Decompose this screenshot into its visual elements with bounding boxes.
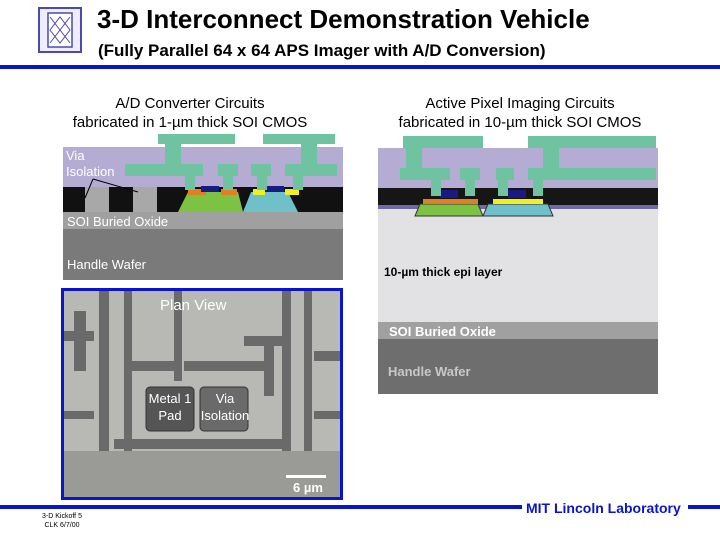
right-cross-section	[378, 136, 658, 394]
metal1-pad-label: Metal 1 Pad	[142, 390, 198, 424]
org-name: MIT Lincoln Laboratory	[526, 500, 681, 516]
via-label-line1: Via	[66, 148, 85, 163]
note-line1: 3-D Kickoff 5	[42, 513, 82, 520]
plan-view-micrograph	[64, 291, 340, 497]
right-caption-line1: Active Pixel Imaging Circuits	[425, 95, 615, 112]
left-caption: A/D Converter Circuits fabricated in 1-µ…	[40, 94, 340, 132]
scale-bar-label: 6 µm	[293, 480, 323, 495]
header-rule	[0, 65, 720, 69]
epi-layer-label: 10-µm thick epi layer	[384, 265, 503, 279]
left-handle-label: Handle Wafer	[67, 257, 146, 272]
left-caption-line1: A/D Converter Circuits	[115, 95, 265, 112]
plan-view-title: Plan View	[160, 297, 227, 314]
footer-rule-left	[0, 505, 522, 509]
pad-label-line2: Pad	[158, 408, 182, 423]
footer-rule-right	[688, 505, 720, 509]
page-subtitle: (Fully Parallel 64 x 64 APS Imager with …	[98, 41, 546, 60]
mit-ll-logo	[38, 7, 82, 53]
via-label-line2: Isolation	[66, 164, 115, 179]
pad-label-line1: Metal 1	[148, 391, 192, 406]
note-line2: CLK 6/7/00	[44, 522, 80, 529]
page-title: 3-D Interconnect Demonstration Vehicle	[97, 4, 590, 34]
left-cross-section	[63, 134, 343, 280]
left-oxide-label: SOI Buried Oxide	[67, 214, 169, 229]
slide-note: 3-D Kickoff 5 CLK 6/7/00	[32, 512, 92, 530]
left-caption-line2: fabricated in 1-µm thick SOI CMOS	[72, 114, 308, 131]
via-isolation-label: Via Isolation	[66, 148, 114, 180]
right-handle-label: Handle Wafer	[388, 364, 471, 379]
right-caption-line2: fabricated in 10-µm thick SOI CMOS	[398, 114, 642, 131]
plan-via-label-line1: Via	[215, 391, 235, 406]
plan-view-photo	[61, 288, 343, 500]
plan-via-isolation-label: Via Isolation	[194, 390, 256, 424]
right-oxide-label: SOI Buried Oxide	[389, 324, 496, 339]
plan-via-label-line2: Isolation	[200, 408, 250, 423]
right-caption: Active Pixel Imaging Circuits fabricated…	[370, 94, 670, 132]
